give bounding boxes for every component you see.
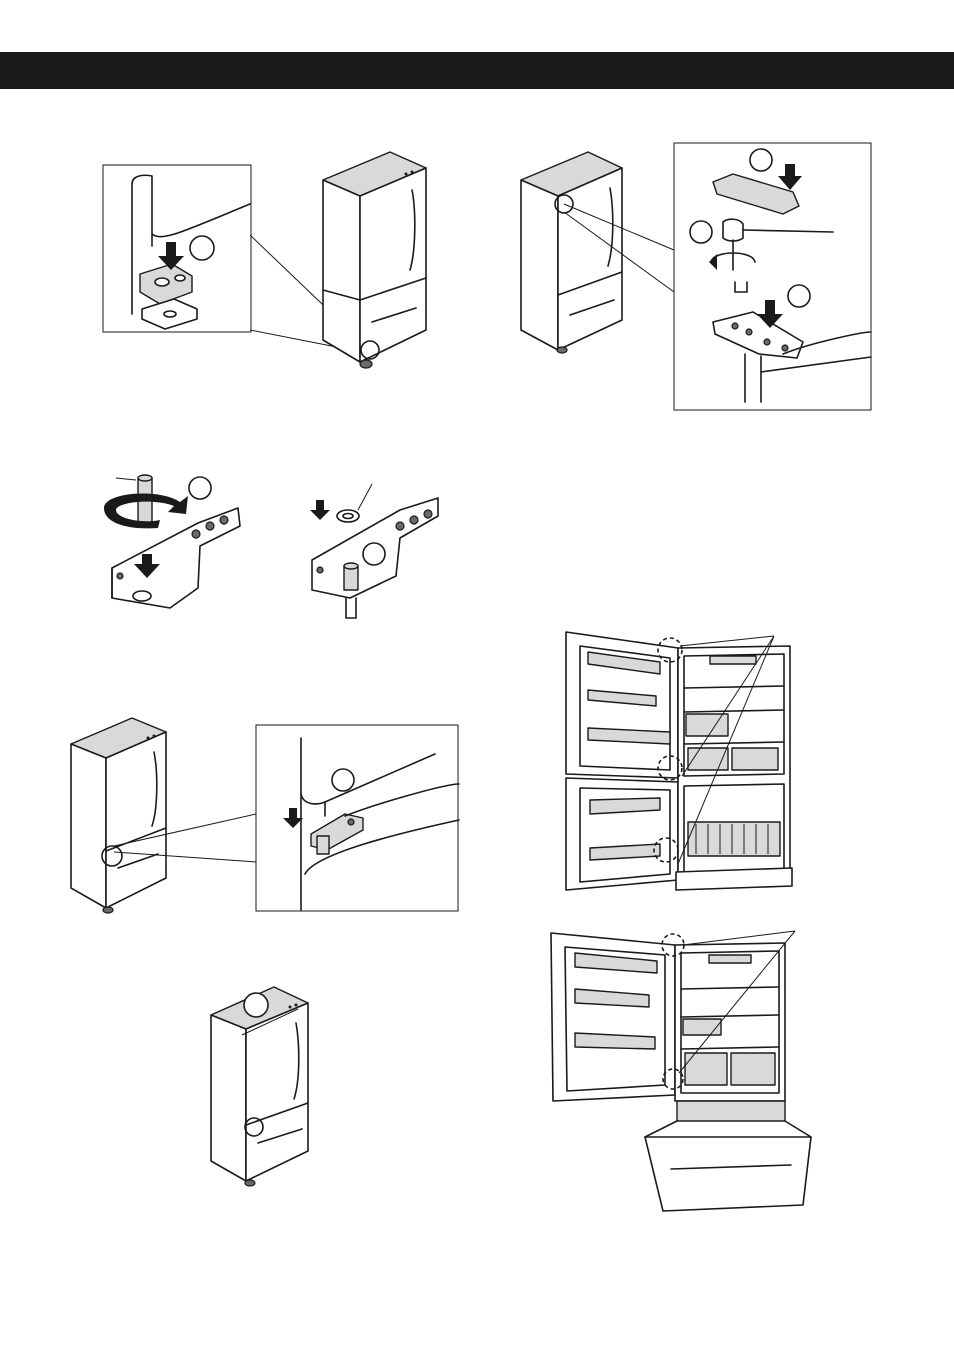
top-hinge-detail-figure xyxy=(673,142,873,412)
lower-hinge-detail-figure xyxy=(102,164,252,334)
fridge-open-drawer-figure xyxy=(545,925,815,1215)
hinge-washer-figure xyxy=(300,480,445,625)
fridge-top-marker-figure xyxy=(208,985,313,1190)
connector-lines xyxy=(110,810,260,870)
middle-hinge-detail-figure xyxy=(255,724,460,914)
hinge-pin-rotate-figure xyxy=(100,468,245,618)
fridge-lower-circle-figure xyxy=(320,150,430,370)
header-bar xyxy=(0,52,954,89)
fridge-open-door-figure xyxy=(560,628,800,898)
